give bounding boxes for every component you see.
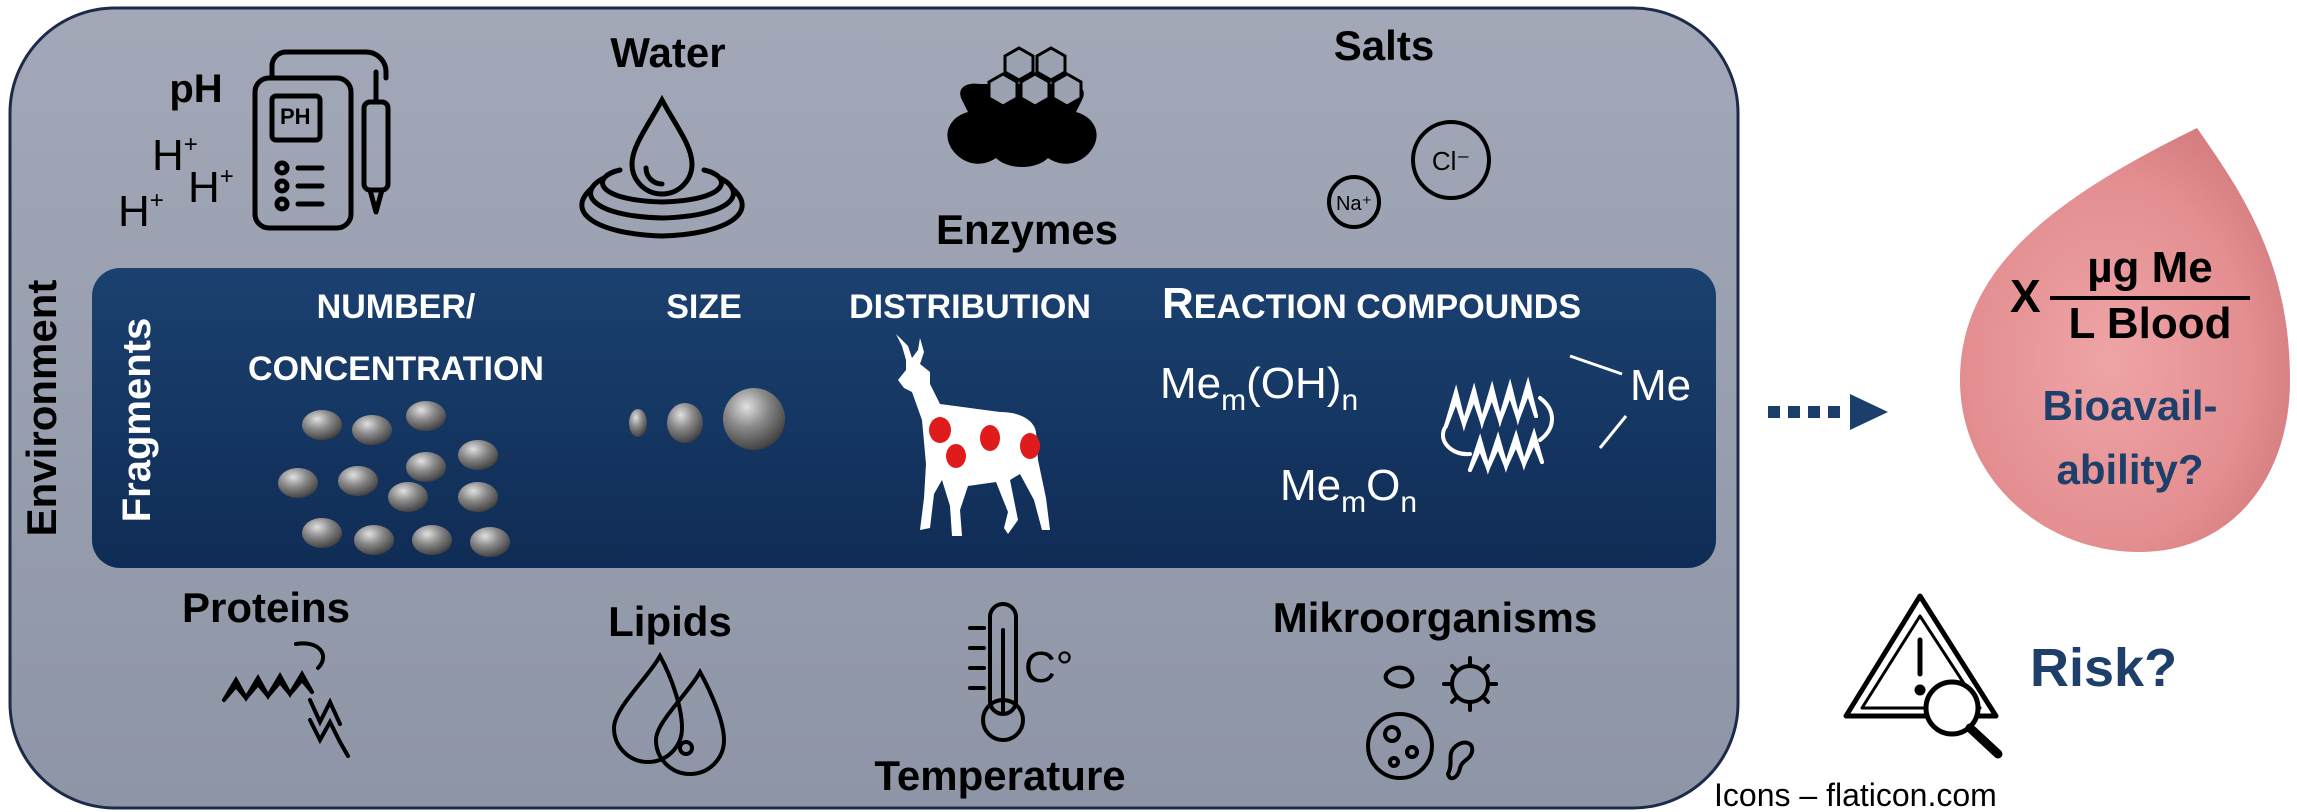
protein-helix-icon: [1441, 376, 1554, 475]
warning-search-icon: [1843, 593, 2003, 759]
particle: [470, 527, 510, 557]
particle-medium: [667, 403, 703, 443]
blood-drop: [1960, 128, 2290, 552]
hydroxide-formula: Mem(OH)n: [1160, 359, 1358, 417]
salts-label: Salts: [1334, 22, 1434, 69]
particle: [412, 525, 452, 555]
protein-icon: [222, 641, 350, 758]
particle: [406, 401, 446, 431]
concentration-numerator: µg Me: [2087, 243, 2213, 292]
temperature-unit: C°: [1024, 643, 1073, 692]
fragments-box: [92, 268, 1716, 568]
svg-text:PH: PH: [280, 104, 311, 129]
water-drop-icon: [579, 94, 745, 239]
environment-label: Environment: [18, 280, 65, 537]
temperature-label: Temperature: [874, 752, 1125, 799]
enzyme-icon: [947, 46, 1097, 167]
concentration-denominator: L Blood: [2069, 299, 2232, 348]
protein-me-label: Me: [1630, 361, 1691, 410]
reaction-compounds-label: REACTION COMPOUNDS: [1162, 279, 1581, 328]
ph-ions-text: H+ H+ H+: [118, 131, 234, 236]
fragments-label: Fragments: [115, 318, 159, 523]
number-label-line1: NUMBER/: [317, 288, 476, 326]
protein-me-lines: [1569, 354, 1628, 449]
oxide-formula: MemOn: [1280, 461, 1417, 519]
particle: [388, 482, 428, 512]
particle: [278, 468, 318, 498]
ph-label: pH: [169, 67, 222, 111]
distribution-label: DISTRIBUTION: [849, 288, 1091, 326]
particle: [302, 518, 342, 548]
salt-cl-label: Cl⁻: [1432, 146, 1470, 176]
water-label: Water: [610, 29, 725, 76]
lipid-drops-icon: [611, 651, 727, 776]
particle: [458, 440, 498, 470]
particle-large: [723, 388, 785, 450]
microorganisms-icon: [1366, 656, 1498, 781]
particle: [352, 415, 392, 445]
enzymes-label: Enzymes: [936, 206, 1118, 253]
concentration-x: X: [2010, 270, 2041, 322]
particle-small: [629, 409, 647, 437]
particle: [458, 482, 498, 512]
microorganisms-label: Mikroorganisms: [1273, 594, 1597, 641]
svg-text:H+: H+: [118, 187, 164, 236]
deer-icon: [896, 334, 1050, 536]
lipids-label: Lipids: [608, 598, 732, 645]
thermometer-icon: [968, 602, 1025, 742]
particle: [406, 452, 446, 482]
dotted-arrow: [1768, 394, 1888, 430]
ph-meter-icon: PH: [252, 49, 391, 231]
particle: [354, 525, 394, 555]
salt-ions-icon: [1327, 120, 1491, 229]
salt-na-label: Na⁺: [1336, 193, 1372, 215]
risk-label: Risk?: [2030, 638, 2177, 698]
bioavailability-line2: ability?: [2056, 446, 2203, 493]
particle: [302, 410, 342, 440]
proteins-label: Proteins: [182, 584, 350, 631]
particle: [338, 466, 378, 496]
particle-cluster: [278, 401, 510, 557]
bioavailability-line1: Bioavail-: [2042, 382, 2217, 429]
size-label: SIZE: [666, 288, 742, 326]
size-particles: [629, 388, 785, 450]
icon-credit: Icons – flaticon.com: [1714, 777, 1997, 812]
number-label-line2: CONCENTRATION: [248, 350, 544, 388]
